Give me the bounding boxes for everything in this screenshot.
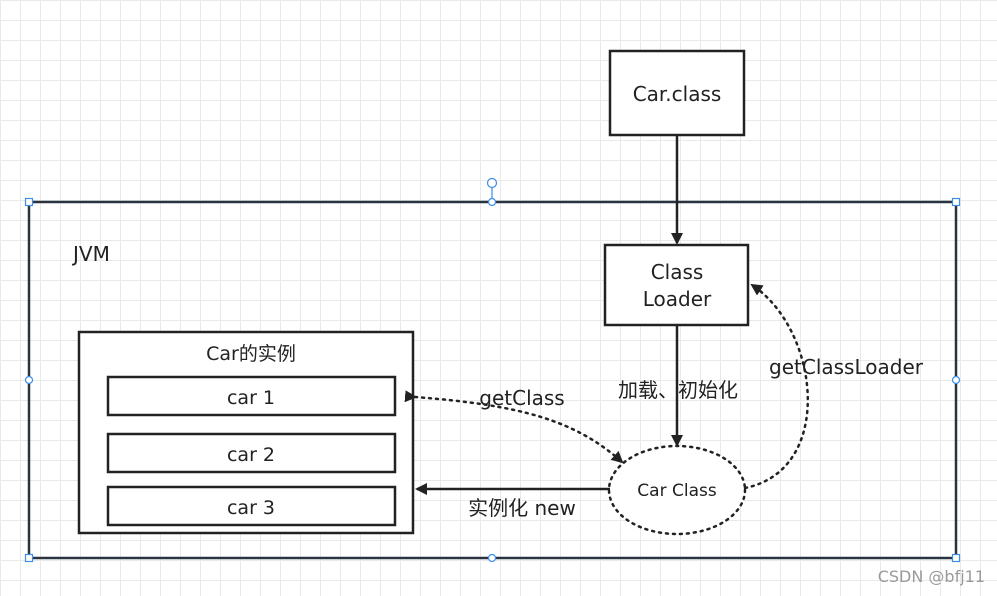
class-loader-label-line1: Class xyxy=(651,260,704,284)
car3-label: car 3 xyxy=(227,497,275,519)
car2-box[interactable] xyxy=(106,432,397,474)
getclass-label: getClass xyxy=(479,386,564,410)
arrow-getclassloader xyxy=(743,283,809,490)
rotate-handle xyxy=(486,177,498,189)
instantiate-label: 实例化 new xyxy=(468,496,576,520)
car-class-file-label: Car.class xyxy=(633,82,722,106)
class-loader-box[interactable] xyxy=(603,243,750,327)
car-class-file-box[interactable] xyxy=(608,49,746,137)
class-loader-label-line2: Loader xyxy=(643,287,712,311)
car1-box[interactable] xyxy=(106,375,397,417)
jvm-label: JVM xyxy=(71,242,110,266)
arrow-getclass xyxy=(404,390,624,464)
instances-title: Car的实例 xyxy=(206,343,296,365)
load-init-label: 加载、初始化 xyxy=(618,378,738,402)
selection-handles[interactable] xyxy=(24,177,961,563)
getclassloader-label: getClassLoader xyxy=(769,355,924,379)
car3-box[interactable] xyxy=(106,485,397,527)
car2-label: car 2 xyxy=(227,444,275,466)
car-class-label: Car Class xyxy=(637,481,717,501)
watermark: CSDN @bfj11 xyxy=(878,567,985,586)
car1-label: car 1 xyxy=(227,387,275,409)
